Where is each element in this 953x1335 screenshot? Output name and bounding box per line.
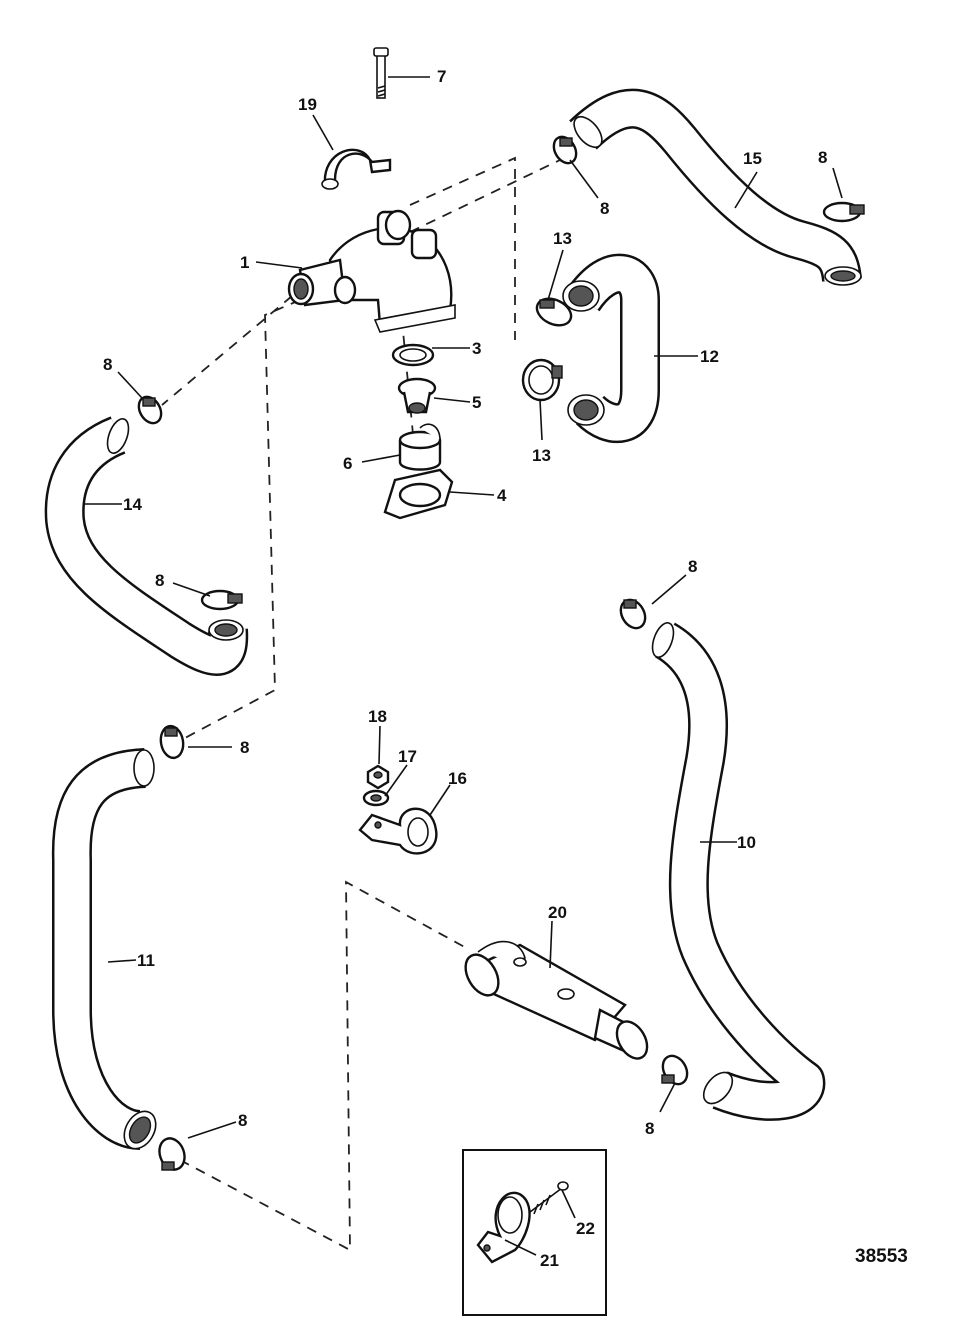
dash-housing-to-hose15 — [409, 159, 561, 233]
hose-clamps — [137, 135, 865, 1171]
callout-labels: 7 19 1 3 5 6 4 8 8 15 13 13 12 8 14 8 8 … — [103, 67, 827, 1270]
callout-13-lower: 13 — [532, 446, 551, 465]
clamp-8-f — [159, 724, 185, 760]
clamp-8-c — [137, 395, 163, 425]
callout-8-bottom-left: 8 — [238, 1111, 247, 1130]
washer-17 — [362, 789, 390, 807]
callout-8-bottom-right: 8 — [645, 1119, 654, 1138]
inset-box — [462, 1149, 607, 1316]
cooler-20 — [464, 940, 649, 1060]
callout-8-right: 8 — [818, 148, 827, 167]
clip-16 — [358, 807, 438, 855]
dash-housing-to-hose11 — [184, 299, 301, 739]
sleeve-6 — [398, 423, 442, 471]
callout-14: 14 — [123, 495, 142, 514]
clamp-13-a — [535, 297, 573, 327]
clamp-19 — [321, 148, 392, 190]
callout-5: 5 — [472, 393, 481, 412]
clamp-13-b — [521, 358, 563, 402]
hose-11 — [51, 748, 157, 1150]
clamp-8-a — [552, 135, 578, 165]
dash-housing-to-hose14 — [161, 295, 293, 406]
hose-14 — [44, 416, 249, 676]
callout-19: 19 — [298, 95, 317, 114]
clamp-8-d — [200, 589, 243, 611]
leader-lines — [83, 76, 843, 1256]
callout-8-left: 8 — [103, 355, 112, 374]
callout-8-upper: 8 — [600, 199, 609, 218]
callout-11: 11 — [137, 951, 155, 970]
callout-18: 18 — [368, 707, 387, 726]
dash-housing-to-hose12 — [409, 156, 516, 340]
clamp-8-e — [619, 598, 647, 630]
callout-8-lower-left: 8 — [240, 738, 249, 757]
hose-12 — [562, 253, 660, 444]
clamp-8-g — [158, 1137, 186, 1171]
catalog-number: 38553 — [855, 1246, 908, 1267]
callout-3: 3 — [472, 339, 481, 358]
callout-12: 12 — [700, 347, 719, 366]
hose-15 — [569, 88, 862, 286]
thermostat-housing-1 — [287, 209, 456, 333]
callout-16: 16 — [448, 769, 467, 788]
callout-7: 7 — [437, 67, 446, 86]
callout-20: 20 — [548, 903, 567, 922]
dash-hose11-to-cooler — [179, 880, 471, 1252]
callout-15: 15 — [743, 149, 762, 168]
callout-17: 17 — [398, 747, 417, 766]
callout-4: 4 — [497, 486, 507, 505]
clamp-8-b — [822, 201, 865, 223]
seal-3 — [391, 343, 435, 367]
callout-8-mid: 8 — [155, 571, 164, 590]
thermostat-5 — [397, 377, 437, 414]
callout-10: 10 — [737, 833, 756, 852]
callout-8-right-mid: 8 — [688, 557, 697, 576]
callout-6: 6 — [343, 454, 352, 473]
hose-10 — [651, 622, 826, 1121]
callout-13-upper: 13 — [553, 229, 572, 248]
nut-18 — [366, 764, 390, 790]
gasket-4 — [383, 468, 454, 520]
screw-22 — [529, 1181, 569, 1215]
callout-1: 1 — [240, 253, 249, 272]
callout-21: 21 — [540, 1251, 559, 1270]
assembly-dashed-lines — [161, 156, 561, 1252]
callout-22: 22 — [576, 1219, 595, 1238]
clamp-8-h — [661, 1054, 689, 1086]
bolt-7 — [373, 47, 389, 99]
